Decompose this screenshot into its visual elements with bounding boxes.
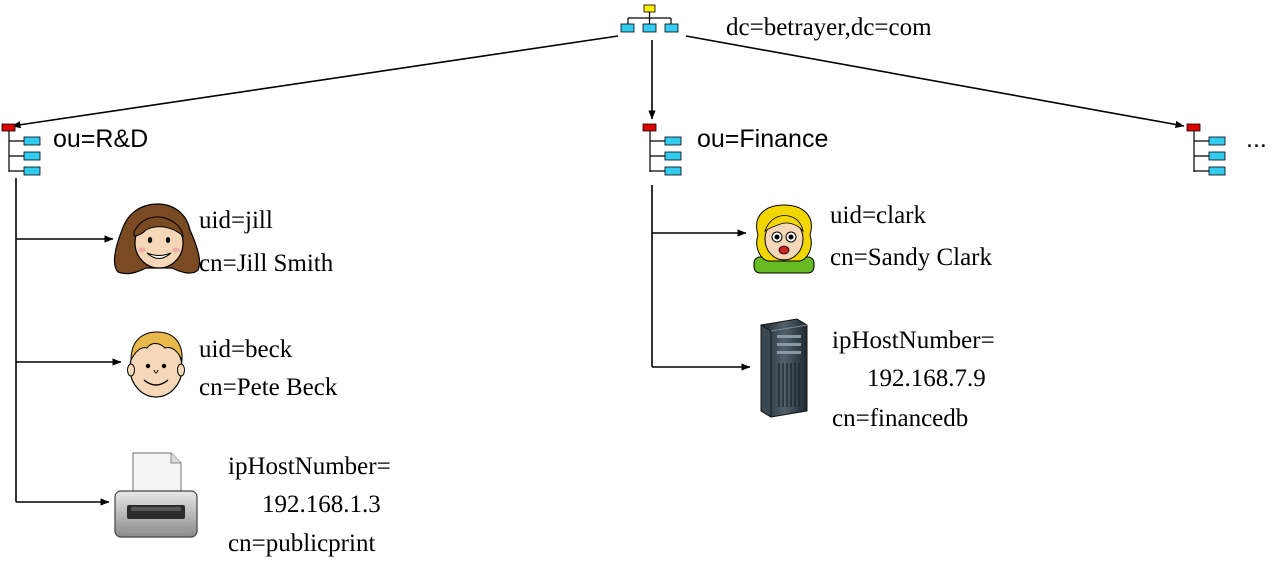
beck-cn: cn=Pete Beck: [199, 374, 338, 401]
ou-other-label: ...: [1246, 125, 1267, 153]
printer-cn: cn=publicprint: [228, 530, 375, 557]
printer-ip: 192.168.1.3: [262, 491, 381, 518]
org-tree-icon: [620, 4, 679, 33]
printer-icon: [114, 452, 198, 538]
server-ip: 192.168.7.9: [867, 365, 986, 392]
entry-beck: uid=beck cn=Pete Beck: [127, 331, 338, 401]
server-cn: cn=financedb: [832, 405, 968, 432]
ou-tree-icon: [1, 123, 41, 176]
printer-iphost-label: ipHostNumber=: [228, 453, 391, 480]
ou-finance-label: ou=Finance: [697, 125, 828, 153]
edge-root-to-rnd: [11, 35, 619, 129]
clark-uid: uid=clark: [830, 202, 927, 229]
woman-avatar-icon: [113, 203, 201, 275]
root-dn-label: dc=betrayer,dc=com: [726, 14, 932, 41]
server-iphost-label: ipHostNumber=: [832, 327, 995, 354]
ou-other-node: ...: [1186, 123, 1267, 176]
jill-cn: cn=Jill Smith: [199, 250, 334, 277]
blonde-avatar-icon: [753, 204, 815, 274]
entry-publicprint: ipHostNumber= 192.168.1.3 cn=publicprint: [114, 452, 391, 557]
entry-clark: uid=clark cn=Sandy Clark: [753, 202, 992, 274]
ou-finance-node: ou=Finance: [642, 123, 828, 176]
root-node: dc=betrayer,dc=com: [620, 4, 932, 41]
edge-root-to-other: [685, 35, 1185, 129]
ou-tree-icon: [1186, 123, 1226, 176]
entry-jill: uid=jill cn=Jill Smith: [113, 203, 334, 277]
clark-cn: cn=Sandy Clark: [830, 244, 992, 271]
entry-financedb: ipHostNumber= 192.168.7.9 cn=financedb: [760, 318, 995, 432]
beck-uid: uid=beck: [199, 336, 293, 363]
server-tower-icon: [760, 318, 808, 418]
man-avatar-icon: [127, 331, 185, 398]
jill-uid: uid=jill: [199, 207, 273, 234]
ou-rnd-node: ou=R&D: [1, 123, 148, 176]
ou-rnd-label: ou=R&D: [53, 125, 148, 153]
ou-tree-icon: [642, 123, 682, 176]
